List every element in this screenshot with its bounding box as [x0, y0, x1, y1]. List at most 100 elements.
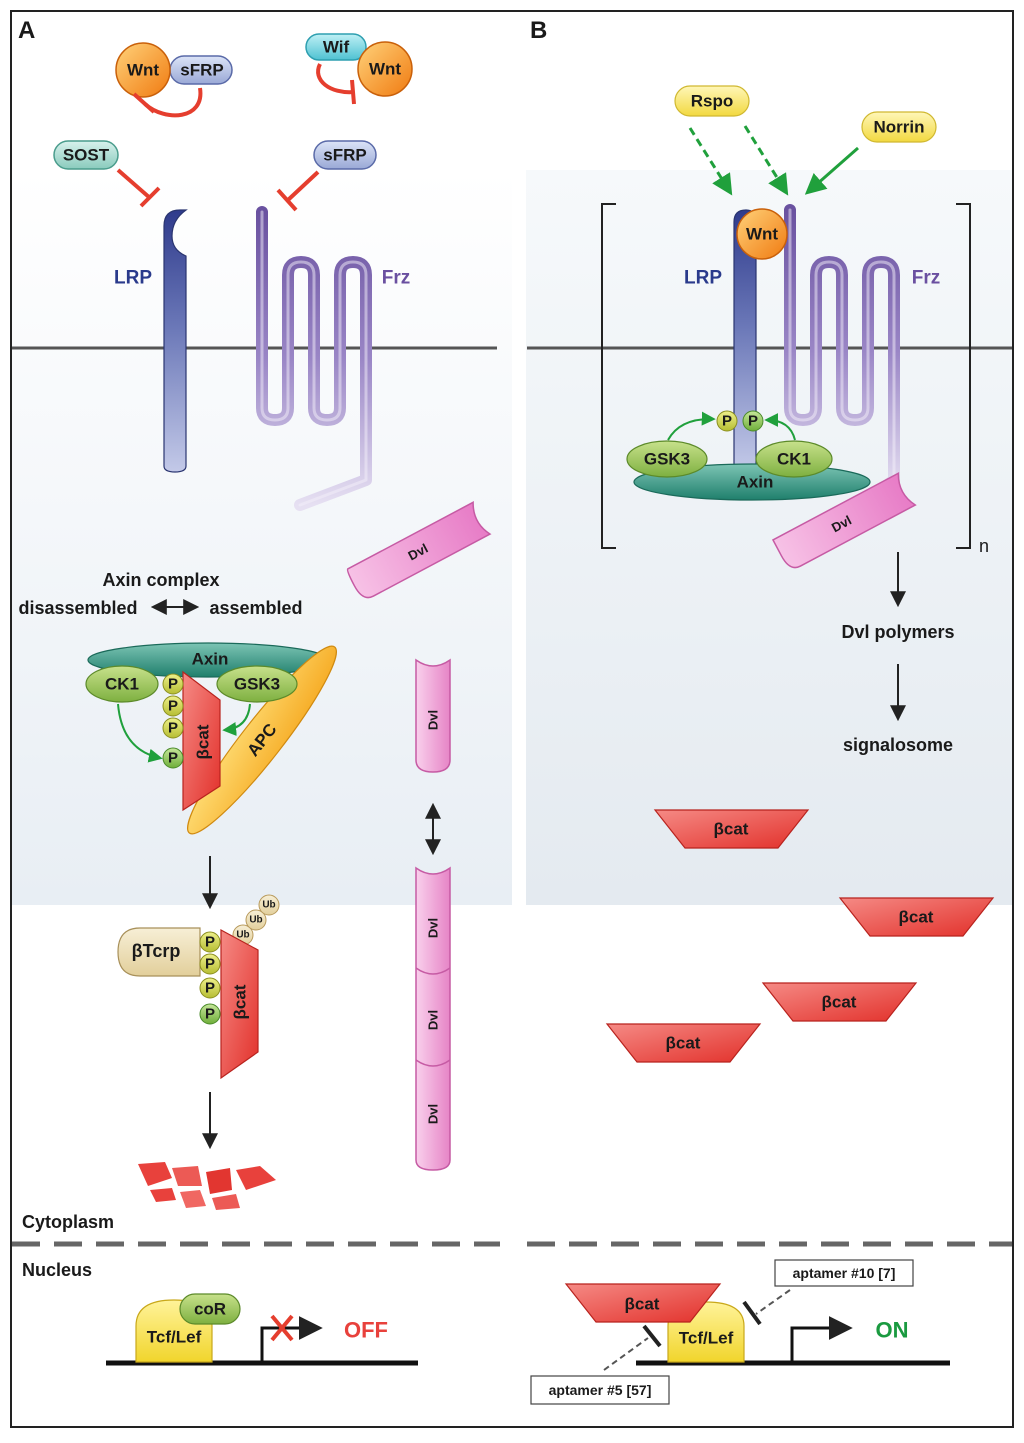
- tcf-lef-label-a: Tcf/Lef: [147, 1328, 202, 1347]
- sfrp-label-second: sFRP: [323, 146, 366, 165]
- gsk3-label-b: GSK3: [644, 450, 690, 469]
- dvl-label-a4: Dvl: [426, 1104, 441, 1124]
- cor-label-a: coR: [194, 1300, 226, 1319]
- btcrp: [117, 927, 201, 977]
- lrp-label-a: LRP: [114, 268, 152, 289]
- bcat-label-stable-3: βcat: [822, 993, 857, 1012]
- bcat-label-stable-2: βcat: [899, 908, 934, 927]
- n-label: n: [979, 536, 989, 556]
- rspo-pill: [674, 85, 750, 117]
- off-label: OFF: [344, 1318, 388, 1343]
- dvl-polymer-seam-2: [415, 1059, 451, 1067]
- phospho-label-a1: P: [168, 676, 178, 693]
- phospho-label-u2: P: [205, 956, 215, 973]
- sfrp-label-top: sFRP: [180, 61, 223, 80]
- bracket-left: [601, 203, 616, 549]
- phospho-label-u4: P: [205, 1006, 215, 1023]
- gsk3-a: [216, 665, 298, 703]
- dvl-polymer-seam-1: [415, 967, 451, 975]
- bcat-stable-1: [653, 809, 810, 849]
- dvl-angled-b: Dvl: [771, 471, 917, 569]
- dvl-label-a2: Dvl: [426, 918, 441, 938]
- frz-label-a: Frz: [382, 268, 411, 289]
- axin-label-b: Axin: [737, 473, 774, 492]
- sost-pill: [53, 140, 119, 170]
- phospho-label-u3: P: [205, 980, 215, 997]
- sost-label: SOST: [63, 146, 110, 165]
- bcat-label-ubiquitinated: βcat: [231, 984, 250, 1019]
- dvl-polymers-label: Dvl polymers: [841, 622, 954, 642]
- phospho-b1: [716, 410, 738, 432]
- norrin-arrow: [804, 146, 859, 195]
- sfrp-pill-second: [313, 140, 377, 170]
- cytoplasm-label: Cytoplasm: [22, 1212, 114, 1232]
- ub-label-3: Ub: [262, 900, 275, 911]
- ck1-b: [755, 440, 833, 478]
- gsk3-phospho-arrow: [222, 703, 251, 736]
- on-label: ON: [876, 1318, 909, 1343]
- ub-label-2: Ub: [249, 915, 262, 926]
- ck1-phospho-arrow-b: [764, 413, 796, 441]
- transcription-arrow-a: [260, 1316, 323, 1362]
- nucleus-label: Nucleus: [22, 1260, 92, 1280]
- frz-receptor-b-highlight: [788, 208, 896, 494]
- disassembled-label: disassembled: [18, 598, 137, 618]
- btcrp-label: βTcrp: [132, 941, 181, 961]
- aptamer10-label: aptamer #10 [7]: [793, 1265, 896, 1281]
- degraded-bcat-fragments: [138, 1162, 276, 1210]
- phospho-u3: [199, 977, 221, 999]
- phospho-label-a4: P: [168, 750, 178, 767]
- phospho-label-a3: P: [168, 720, 178, 737]
- sfrp-inhibition-bar: [132, 92, 156, 114]
- phospho-u2: [199, 953, 221, 975]
- wnt-label-a1: Wnt: [127, 61, 159, 80]
- block-x-2: [270, 1314, 294, 1342]
- phospho-a4: [162, 747, 184, 769]
- ck1-a: [85, 665, 159, 703]
- phospho-label-a2: P: [168, 698, 178, 715]
- dvl-vertical-a1: [415, 658, 451, 773]
- bcat-stable-4: [605, 1023, 762, 1063]
- axin-label-a: Axin: [192, 650, 229, 669]
- aptamer5-bar: [642, 1324, 662, 1348]
- sost-inhibition-line: [116, 168, 152, 200]
- bracket-right: [956, 203, 971, 549]
- cor-a: [179, 1293, 241, 1325]
- aptamer10-line: [755, 1289, 791, 1315]
- bcat-nuclear: [564, 1283, 722, 1323]
- aptamer10-box: [774, 1259, 914, 1287]
- phospho-u4: [199, 1003, 221, 1025]
- wnt-label-b: Wnt: [746, 225, 778, 244]
- assembled-label: assembled: [209, 598, 302, 618]
- frz-receptor-a-highlight: [260, 210, 368, 507]
- sost-inhibition-bar: [139, 186, 161, 208]
- dvl-angled-a: Dvl: [346, 501, 492, 599]
- ck1-label-a: CK1: [105, 675, 139, 694]
- ck1-phospho-arrow: [117, 703, 163, 763]
- signalosome-label: signalosome: [843, 735, 953, 755]
- wnt-ligand-a2: [357, 41, 413, 97]
- tcf-lef-label-b: Tcf/Lef: [679, 1329, 734, 1348]
- dvl-polymer-a: [415, 866, 451, 1171]
- bcat-label-nuclear: βcat: [625, 1295, 660, 1314]
- bcat-stable-2: [838, 897, 995, 937]
- wif-label: Wif: [323, 38, 350, 57]
- phospho-label-b1: P: [722, 413, 732, 430]
- apc-a: APC: [187, 645, 337, 835]
- norrin-label: Norrin: [874, 118, 925, 137]
- bcat-destruction-a: [182, 670, 221, 812]
- dvl-label-a1: Dvl: [426, 710, 441, 730]
- phospho-label-u1: P: [205, 934, 215, 951]
- bcat-label-stable-4: βcat: [666, 1034, 701, 1053]
- panel-label-a: A: [18, 17, 35, 44]
- gsk3-label-a: GSK3: [234, 675, 280, 694]
- wnt-ligand-b: [736, 208, 788, 260]
- phospho-a2: [162, 695, 184, 717]
- panel-label-b: B: [530, 17, 547, 44]
- phospho-label-b2: P: [748, 413, 758, 430]
- aptamer5-line: [603, 1337, 649, 1371]
- wif-pill: [305, 33, 367, 61]
- ub-label-1: Ub: [236, 930, 249, 941]
